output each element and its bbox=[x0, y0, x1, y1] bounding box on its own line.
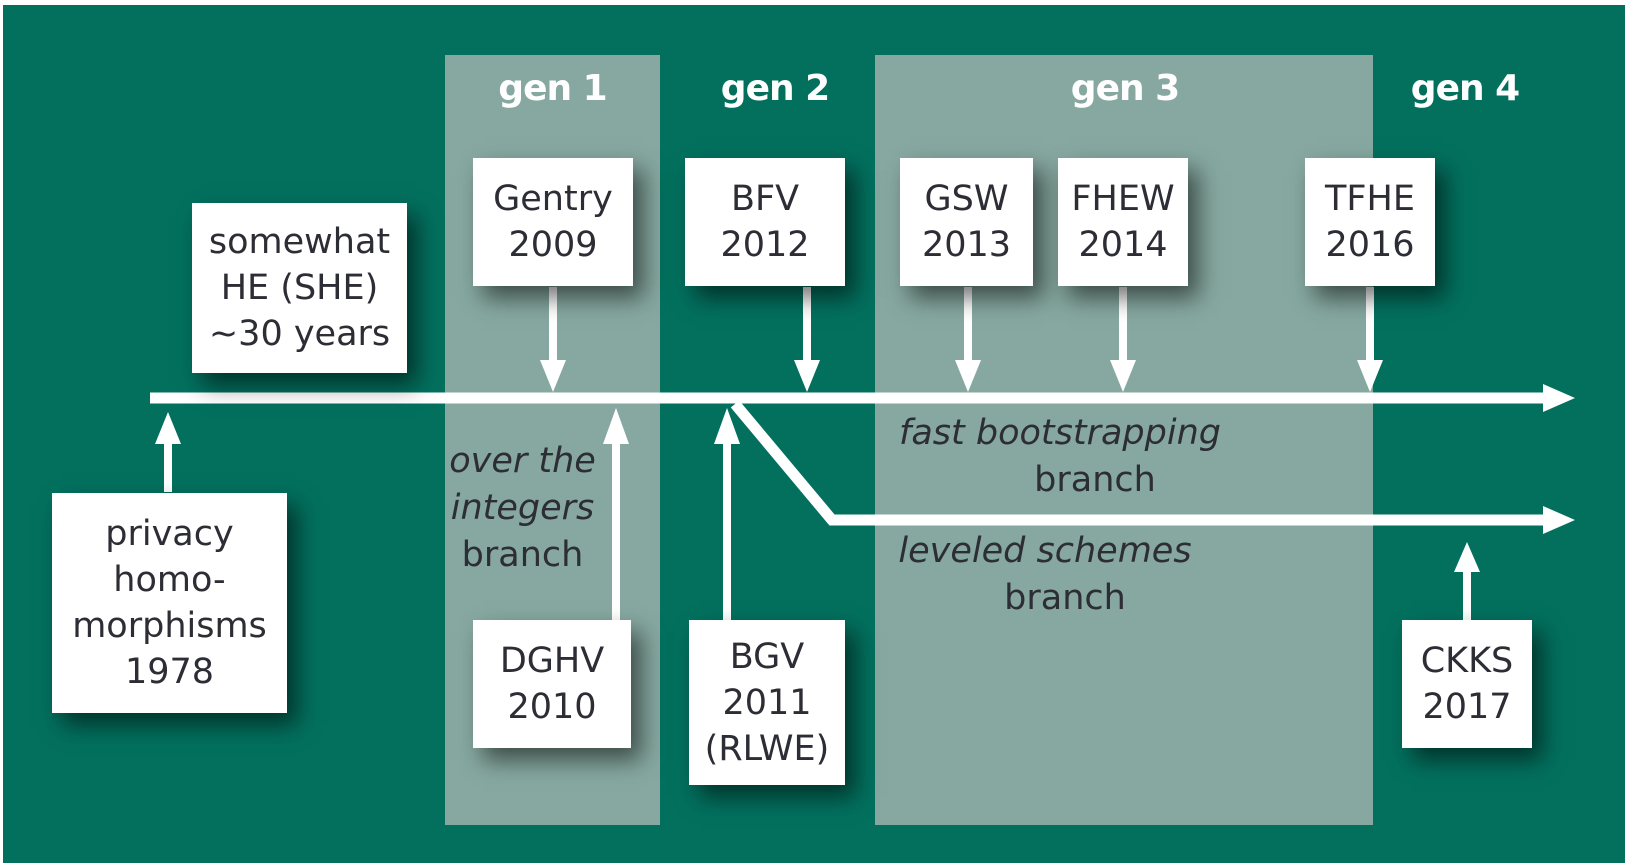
fhew-2014-box: FHEW 2014 bbox=[1058, 158, 1188, 286]
dghv-2010-box: DGHV 2010 bbox=[473, 620, 631, 748]
gsw-2013-text: GSW 2013 bbox=[921, 179, 1012, 265]
main-timeline-head bbox=[1543, 384, 1575, 412]
bfv-2012-text: BFV 2012 bbox=[720, 179, 810, 265]
integers-branch-line2: integers bbox=[450, 488, 595, 528]
gen1-label: gen 1 bbox=[498, 68, 607, 109]
up-arrows bbox=[155, 408, 1480, 620]
ckks-2017-box: CKKS 2017 bbox=[1402, 620, 1532, 748]
privacy-homomorphisms-1978-box: privacy homo- morphisms 1978 bbox=[52, 493, 287, 713]
gentry-2009-box: Gentry 2009 bbox=[473, 158, 633, 286]
tfhe-2016-text: TFHE 2016 bbox=[1325, 179, 1415, 265]
fast-bootstrapping-line1: fast bootstrapping bbox=[899, 413, 1221, 453]
leveled-schemes-line1: leveled schemes bbox=[898, 531, 1192, 571]
gen3-label: gen 3 bbox=[1070, 68, 1180, 109]
leveled-branch-line bbox=[730, 400, 1545, 526]
she-box: somewhat HE (SHE) ~30 years bbox=[192, 203, 407, 373]
tfhe-2016-box: TFHE 2016 bbox=[1305, 158, 1435, 286]
integers-branch-line3: branch bbox=[461, 535, 584, 575]
fhew-2014-text: FHEW 2014 bbox=[1071, 179, 1175, 265]
gentry-2009-text: Gentry 2009 bbox=[493, 179, 613, 265]
down-arrows bbox=[540, 287, 1383, 392]
dghv-2010-text: DGHV 2010 bbox=[499, 641, 605, 727]
bgv-2011-text: BGV 2011 (RLWE) bbox=[704, 636, 830, 769]
gen2-label: gen 2 bbox=[720, 68, 830, 109]
she-text: somewhat HE (SHE) ~30 years bbox=[208, 222, 391, 354]
gen4-label: gen 4 bbox=[1410, 68, 1520, 109]
leveled-schemes-line2: branch bbox=[1004, 578, 1126, 618]
privacy-homomorphisms-text: privacy homo- morphisms 1978 bbox=[72, 514, 267, 692]
integers-branch-line1: over the bbox=[449, 441, 596, 481]
fast-bootstrapping-branch-label: fast bootstrapping branch bbox=[880, 410, 1240, 504]
gsw-2013-box: GSW 2013 bbox=[900, 158, 1033, 286]
ckks-2017-text: CKKS 2017 bbox=[1420, 641, 1514, 727]
bfv-2012-box: BFV 2012 bbox=[685, 158, 845, 286]
leveled-schemes-branch-label: leveled schemes branch bbox=[880, 528, 1210, 622]
leveled-branch-head bbox=[1543, 506, 1575, 534]
bgv-2011-box: BGV 2011 (RLWE) bbox=[689, 620, 845, 785]
integers-branch-label: over the integers branch bbox=[440, 438, 605, 579]
fast-bootstrapping-line2: branch bbox=[1034, 460, 1156, 500]
